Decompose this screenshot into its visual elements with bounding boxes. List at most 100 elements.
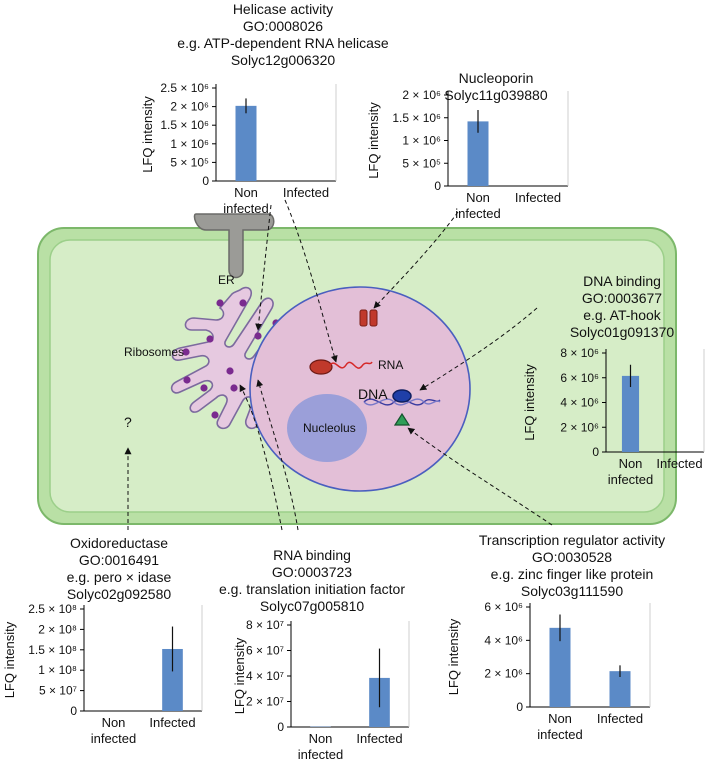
chart-title-line: Solyc07g005810 xyxy=(260,598,365,614)
bar xyxy=(621,375,640,452)
category-label: Infected xyxy=(356,731,402,746)
y-tick-label: 0 xyxy=(277,720,284,734)
chart-title-line: GO:0030528 xyxy=(532,549,612,565)
chart-title-line: Oxidoreductase xyxy=(70,535,168,551)
bar xyxy=(549,627,571,707)
y-axis-label: LFQ intensity xyxy=(522,364,537,441)
chart-title-line: DNA binding xyxy=(583,273,661,289)
ribosomes-label: Ribosomes xyxy=(124,345,184,359)
chart-title-line: GO:0003677 xyxy=(582,290,662,306)
y-tick-label: 1.5 × 10⁶ xyxy=(392,111,441,125)
chart-title-line: Solyc01g091370 xyxy=(570,324,675,340)
nuclear-pore-icon-2 xyxy=(369,309,378,327)
y-tick-label: 1.5 × 10⁸ xyxy=(28,643,77,657)
y-axis-label: LFQ intensity xyxy=(366,102,381,179)
category-label: Non xyxy=(548,711,572,726)
y-tick-label: 4 × 10⁶ xyxy=(560,396,599,410)
er-label: ER xyxy=(218,273,235,287)
chart-title-line: Solyc12g006320 xyxy=(231,52,336,68)
y-tick-label: 6 × 10⁶ xyxy=(484,600,523,614)
category-label: Infected xyxy=(515,190,561,205)
y-axis-label: LFQ intensity xyxy=(446,618,461,695)
category-label: Infected xyxy=(656,456,702,471)
y-tick-label: 5 × 10⁵ xyxy=(402,156,441,170)
y-axis-label: LFQ intensity xyxy=(140,96,155,173)
y-tick-label: 2 × 10⁶ xyxy=(402,88,441,102)
y-tick-label: 2 × 10⁶ xyxy=(170,100,209,114)
chart-title-line: e.g. ATP-dependent RNA helicase xyxy=(177,35,389,51)
y-tick-label: 4 × 10⁷ xyxy=(246,669,284,683)
chart-title-line: GO:0008026 xyxy=(243,18,323,34)
chart-title-line: Transcription regulator activity xyxy=(479,532,665,548)
nuclear-pore-icon xyxy=(359,309,368,327)
rna-polymerase-icon xyxy=(309,359,333,375)
category-label: Infected xyxy=(597,711,643,726)
y-tick-label: 1 × 10⁸ xyxy=(38,663,77,677)
bar xyxy=(467,121,489,186)
y-tick-label: 8 × 10⁷ xyxy=(246,618,284,632)
category-label: Non xyxy=(619,456,643,471)
unknown-label: ? xyxy=(124,414,132,430)
y-tick-label: 1 × 10⁶ xyxy=(402,134,441,148)
bar xyxy=(609,671,631,707)
chart-title-line: GO:0016491 xyxy=(79,552,159,568)
y-tick-label: 4 × 10⁶ xyxy=(484,633,523,647)
y-tick-label: 0 xyxy=(516,700,523,714)
category-label: infected xyxy=(91,731,137,746)
y-tick-label: 0 xyxy=(434,179,441,193)
y-tick-label: 5 × 10⁵ xyxy=(170,155,209,169)
category-label: infected xyxy=(223,201,269,216)
category-label: Non xyxy=(466,190,490,205)
y-tick-label: 2.5 × 10⁶ xyxy=(160,81,209,95)
y-tick-label: 2 × 10⁸ xyxy=(38,622,77,636)
y-tick-label: 5 × 10⁷ xyxy=(39,684,77,698)
category-label: infected xyxy=(608,472,654,487)
chart-title-line: e.g. zinc finger like protein xyxy=(491,566,654,582)
chart-title-line: e.g. translation initiation factor xyxy=(219,581,405,597)
y-tick-label: 0 xyxy=(202,174,209,188)
dna-label: DNA xyxy=(358,386,388,402)
chart-title-line: Solyc11g039880 xyxy=(444,87,547,103)
y-tick-label: 8 × 10⁶ xyxy=(560,346,599,360)
at-hook-protein-icon xyxy=(392,389,412,403)
y-tick-label: 6 × 10⁷ xyxy=(246,644,284,658)
rna-strand xyxy=(329,361,373,369)
category-label: Infected xyxy=(283,185,329,200)
category-label: Non xyxy=(234,185,258,200)
chart-title-line: e.g. AT-hook xyxy=(583,307,662,323)
y-tick-label: 1 × 10⁶ xyxy=(170,137,209,151)
bar xyxy=(162,648,183,711)
y-tick-label: 1.5 × 10⁶ xyxy=(160,118,209,132)
membrane-channel xyxy=(193,213,275,279)
category-label: Infected xyxy=(149,715,195,730)
chart-title-line: GO:0003723 xyxy=(272,564,352,580)
chart-title-line: Helicase activity xyxy=(233,1,333,17)
y-tick-label: 2 × 10⁶ xyxy=(560,420,599,434)
category-label: infected xyxy=(537,727,583,742)
y-tick-label: 2.5 × 10⁸ xyxy=(28,602,77,616)
y-tick-label: 0 xyxy=(70,704,77,718)
y-tick-label: 2 × 10⁷ xyxy=(246,695,284,709)
category-label: infected xyxy=(298,747,344,762)
chart-title-line: Nucleoporin xyxy=(459,70,534,86)
chart-title-line: Solyc03g111590 xyxy=(521,583,623,599)
category-label: Non xyxy=(102,715,126,730)
y-tick-label: 0 xyxy=(592,445,599,459)
nucleolus xyxy=(287,394,367,462)
chart-title-line: RNA binding xyxy=(273,547,351,563)
category-label: infected xyxy=(455,206,501,221)
bar xyxy=(235,105,257,181)
y-tick-label: 2 × 10⁶ xyxy=(484,667,523,681)
y-axis-label: LFQ intensity xyxy=(2,621,17,698)
chart-transcription: Transcription regulator activityGO:00305… xyxy=(446,532,665,742)
pointer-arrows xyxy=(124,199,553,531)
nucleolus-label: Nucleolus xyxy=(303,421,356,435)
zinc-finger-icon xyxy=(393,412,411,426)
